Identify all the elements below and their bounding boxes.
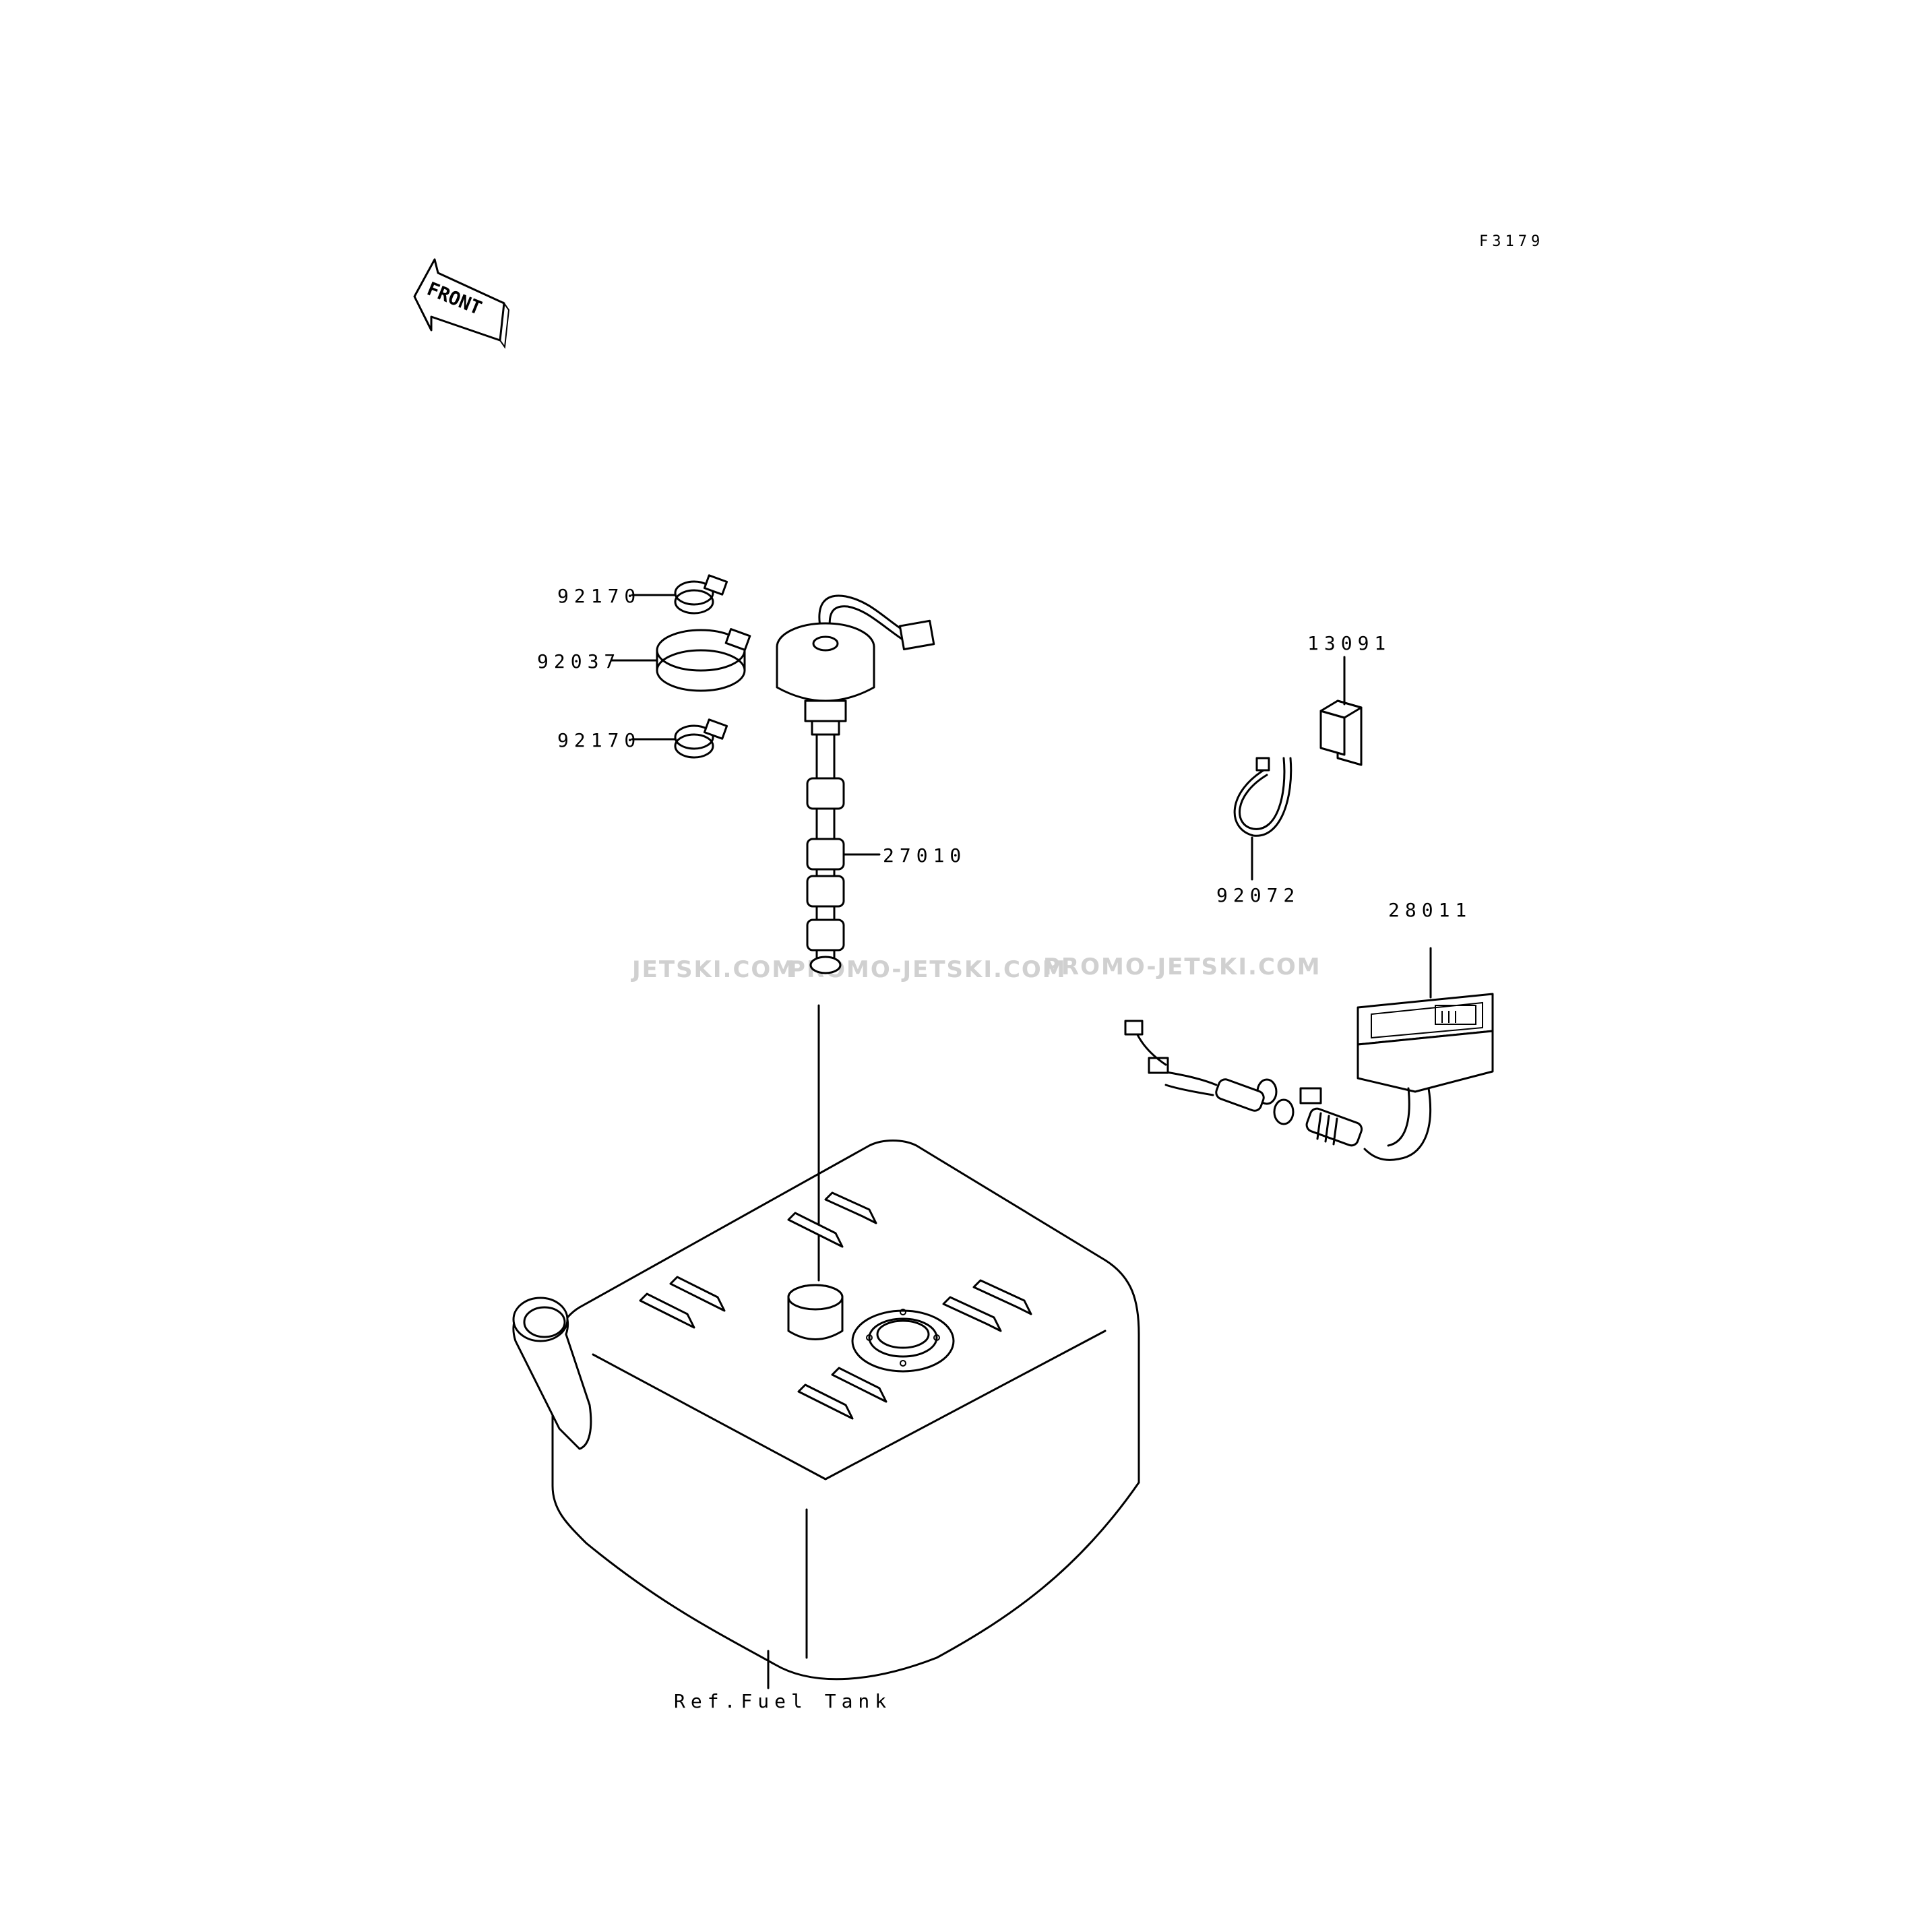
- label-92037: 92037: [537, 650, 621, 673]
- figure-code: F3179: [1479, 233, 1544, 250]
- label-28011: 28011: [1388, 899, 1472, 921]
- fuel-tank-reference: [512, 1004, 1140, 1689]
- clamp-92170-bottom: [631, 718, 728, 759]
- fuel-level-sensor-27010: [776, 594, 935, 974]
- label-92072: 92072: [1216, 884, 1300, 906]
- label-ref-fuel-tank: Ref.Fuel Tank: [674, 1690, 892, 1712]
- meter-28011: [1124, 947, 1494, 1161]
- label-92170-top: 92170: [557, 585, 641, 607]
- watermark: JETSKI.COM PROMO-JETSKI.COM PROMO-JETSKI…: [631, 954, 1321, 983]
- pad-13091: [1319, 656, 1363, 766]
- label-13091: 13091: [1307, 632, 1391, 654]
- watermark-3: PROMO-JETSKI.COM: [1043, 954, 1321, 980]
- label-92170-bottom: 92170: [557, 729, 641, 751]
- band-92072: [1233, 757, 1292, 881]
- front-arrow-icon: FRONT: [413, 258, 510, 349]
- clamp-92037: [611, 628, 751, 692]
- watermark-1: JETSKI.COM: [631, 956, 796, 983]
- clamp-92170-top: [631, 574, 728, 615]
- label-27010: 27010: [883, 844, 966, 867]
- tank-pads: [639, 1191, 1032, 1420]
